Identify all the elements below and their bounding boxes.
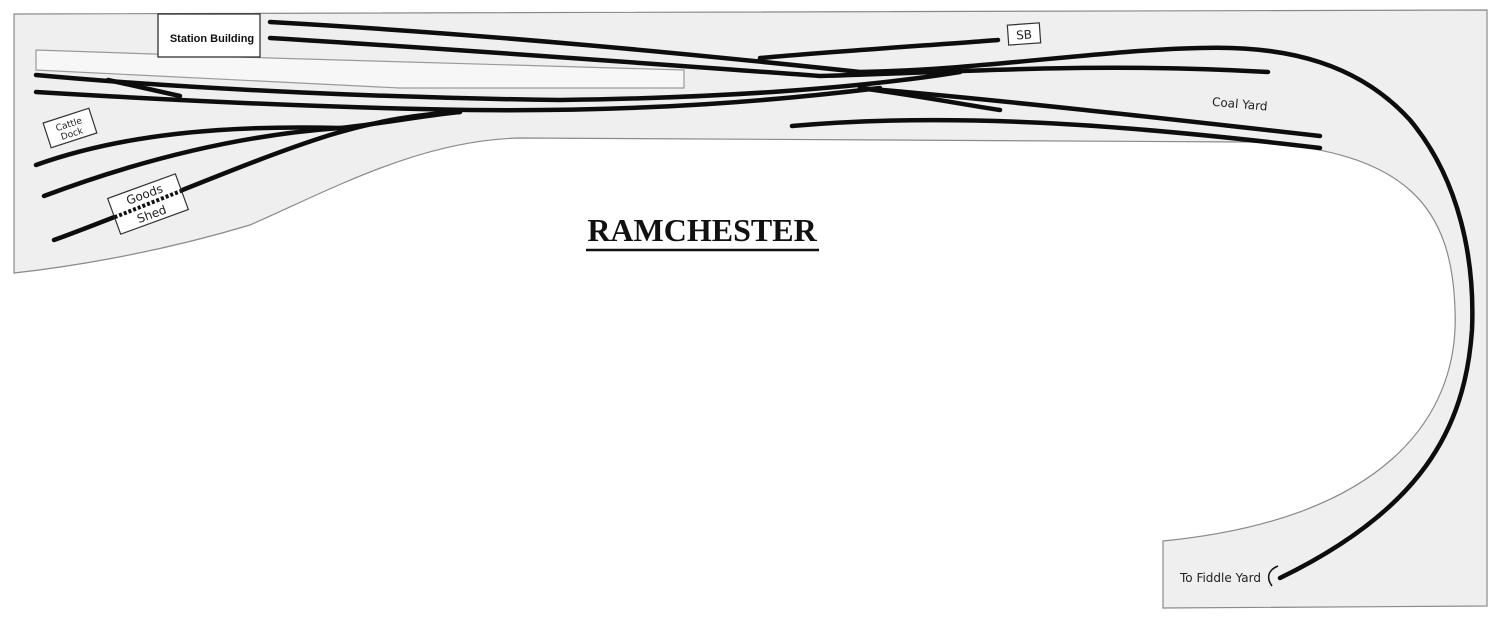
layout-title: RAMCHESTER xyxy=(587,212,817,248)
platform xyxy=(35,49,685,89)
cattle-dock: Cattle Dock xyxy=(42,107,98,149)
coal-yard-label: Coal Yard xyxy=(1211,95,1268,114)
station-building-label: Station Building xyxy=(170,33,254,45)
track-platform-road-lower xyxy=(267,35,1271,79)
track-main-upper xyxy=(33,69,963,103)
track-main-lower xyxy=(33,85,883,113)
station-building: Station Building xyxy=(157,13,261,58)
track-platform-road-upper xyxy=(267,19,1475,581)
track-coal-yard-lower xyxy=(789,117,1323,151)
baseboard xyxy=(13,9,1488,609)
track-spur-sb xyxy=(757,37,1001,61)
signal-box-label: SB xyxy=(1016,27,1033,42)
track-lines xyxy=(33,19,1475,581)
fiddle-yard-arrow-icon xyxy=(1267,565,1279,587)
track-cattle-dock-spur xyxy=(105,77,183,99)
track-siding-1 xyxy=(33,125,343,168)
track-coal-yard-upper xyxy=(857,85,1323,139)
signal-box: SB xyxy=(1006,22,1042,46)
fiddle-yard-label: To Fiddle Yard xyxy=(1179,571,1261,585)
